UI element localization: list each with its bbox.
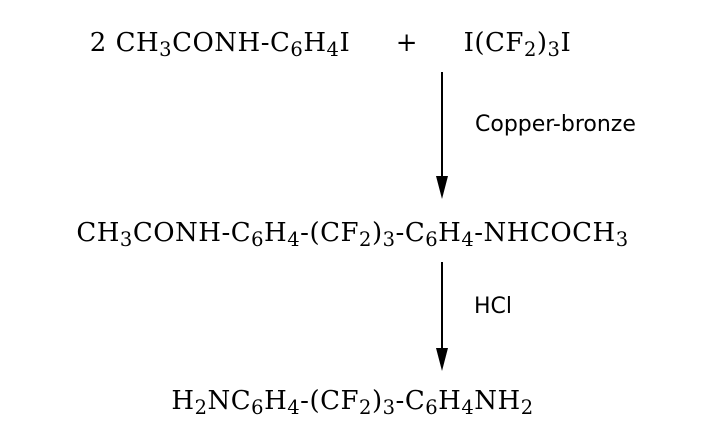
formula-segment: CH — [115, 28, 160, 58]
formula-subscript: 3 — [119, 228, 133, 252]
formula-subscript: 3 — [547, 38, 561, 62]
formula-subscript: 2 — [523, 38, 537, 62]
formula-segment: H — [264, 386, 288, 416]
reactant-1: 2 CH3CONH-C6H4I — [89, 28, 351, 62]
formula-subscript: 3 — [382, 228, 396, 252]
reaction-arrow-1 — [436, 72, 448, 199]
formula-segment: I(CF — [463, 28, 524, 58]
formula-segment: CH — [76, 218, 120, 248]
formula-segment: -C — [395, 218, 426, 248]
step2-condition: HCl — [474, 294, 513, 319]
product-formula: H2NC6H4-(CF2)3-C6H4NH2 — [171, 386, 533, 418]
formula-segment: -(CF — [300, 386, 360, 416]
formula-segment: H — [264, 218, 288, 248]
reactant-1-formula: CH3CONH-C6H4I — [115, 28, 351, 62]
formula-subscript: 6 — [425, 396, 439, 420]
formula-segment: H — [303, 28, 327, 58]
formula-segment: -(CF — [300, 218, 360, 248]
product-line: H2NC6H4-(CF2)3-C6H4NH2 — [0, 386, 705, 418]
intermediate-formula: CH3CONH-C6H4-(CF2)3-C6H4-NHCOCH3 — [76, 218, 628, 250]
formula-subscript: 2 — [359, 396, 372, 420]
formula-subscript: 2 — [520, 396, 534, 420]
formula-segment: NH — [474, 386, 521, 416]
formula-subscript: 4 — [287, 396, 301, 420]
arrow-1-head — [436, 176, 448, 199]
plus-sign: + — [395, 28, 419, 58]
step1-condition: Copper-bronze — [475, 112, 636, 137]
formula-segment: ) — [371, 218, 383, 248]
formula-subscript: 4 — [461, 228, 475, 252]
reaction-arrow-2 — [436, 262, 448, 371]
formula-segment: NC — [207, 386, 252, 416]
formula-subscript: 4 — [287, 228, 301, 252]
formula-subscript: 2 — [194, 396, 208, 420]
formula-subscript: 3 — [159, 38, 173, 62]
formula-segment: ) — [536, 28, 548, 58]
formula-subscript: 2 — [359, 228, 372, 252]
formula-segment: I — [560, 28, 572, 58]
formula-segment: CONH-C — [132, 218, 252, 248]
reactants-line: 2 CH3CONH-C6H4I + I(CF2)3I — [0, 28, 683, 62]
formula-segment: ) — [371, 386, 383, 416]
reactant-1-coefficient: 2 — [89, 28, 107, 58]
formula-segment: I — [339, 28, 351, 58]
formula-subscript: 3 — [615, 228, 629, 252]
formula-subscript: 6 — [290, 38, 304, 62]
formula-subscript: 6 — [425, 228, 439, 252]
formula-segment: H — [171, 386, 195, 416]
formula-segment: H — [438, 386, 462, 416]
formula-segment: H — [438, 218, 462, 248]
formula-segment: CONH-C — [172, 28, 291, 58]
formula-subscript: 4 — [326, 38, 340, 62]
formula-subscript: 4 — [461, 396, 475, 420]
reactant-2-formula: I(CF2)3I — [463, 28, 572, 60]
formula-subscript: 3 — [382, 396, 396, 420]
formula-segment: -C — [395, 386, 426, 416]
formula-subscript: 6 — [251, 396, 265, 420]
intermediate-line: CH3CONH-C6H4-(CF2)3-C6H4-NHCOCH3 — [0, 218, 705, 250]
arrow-2-head — [436, 348, 448, 371]
formula-segment: -NHCOCH — [474, 218, 616, 248]
formula-subscript: 6 — [251, 228, 265, 252]
